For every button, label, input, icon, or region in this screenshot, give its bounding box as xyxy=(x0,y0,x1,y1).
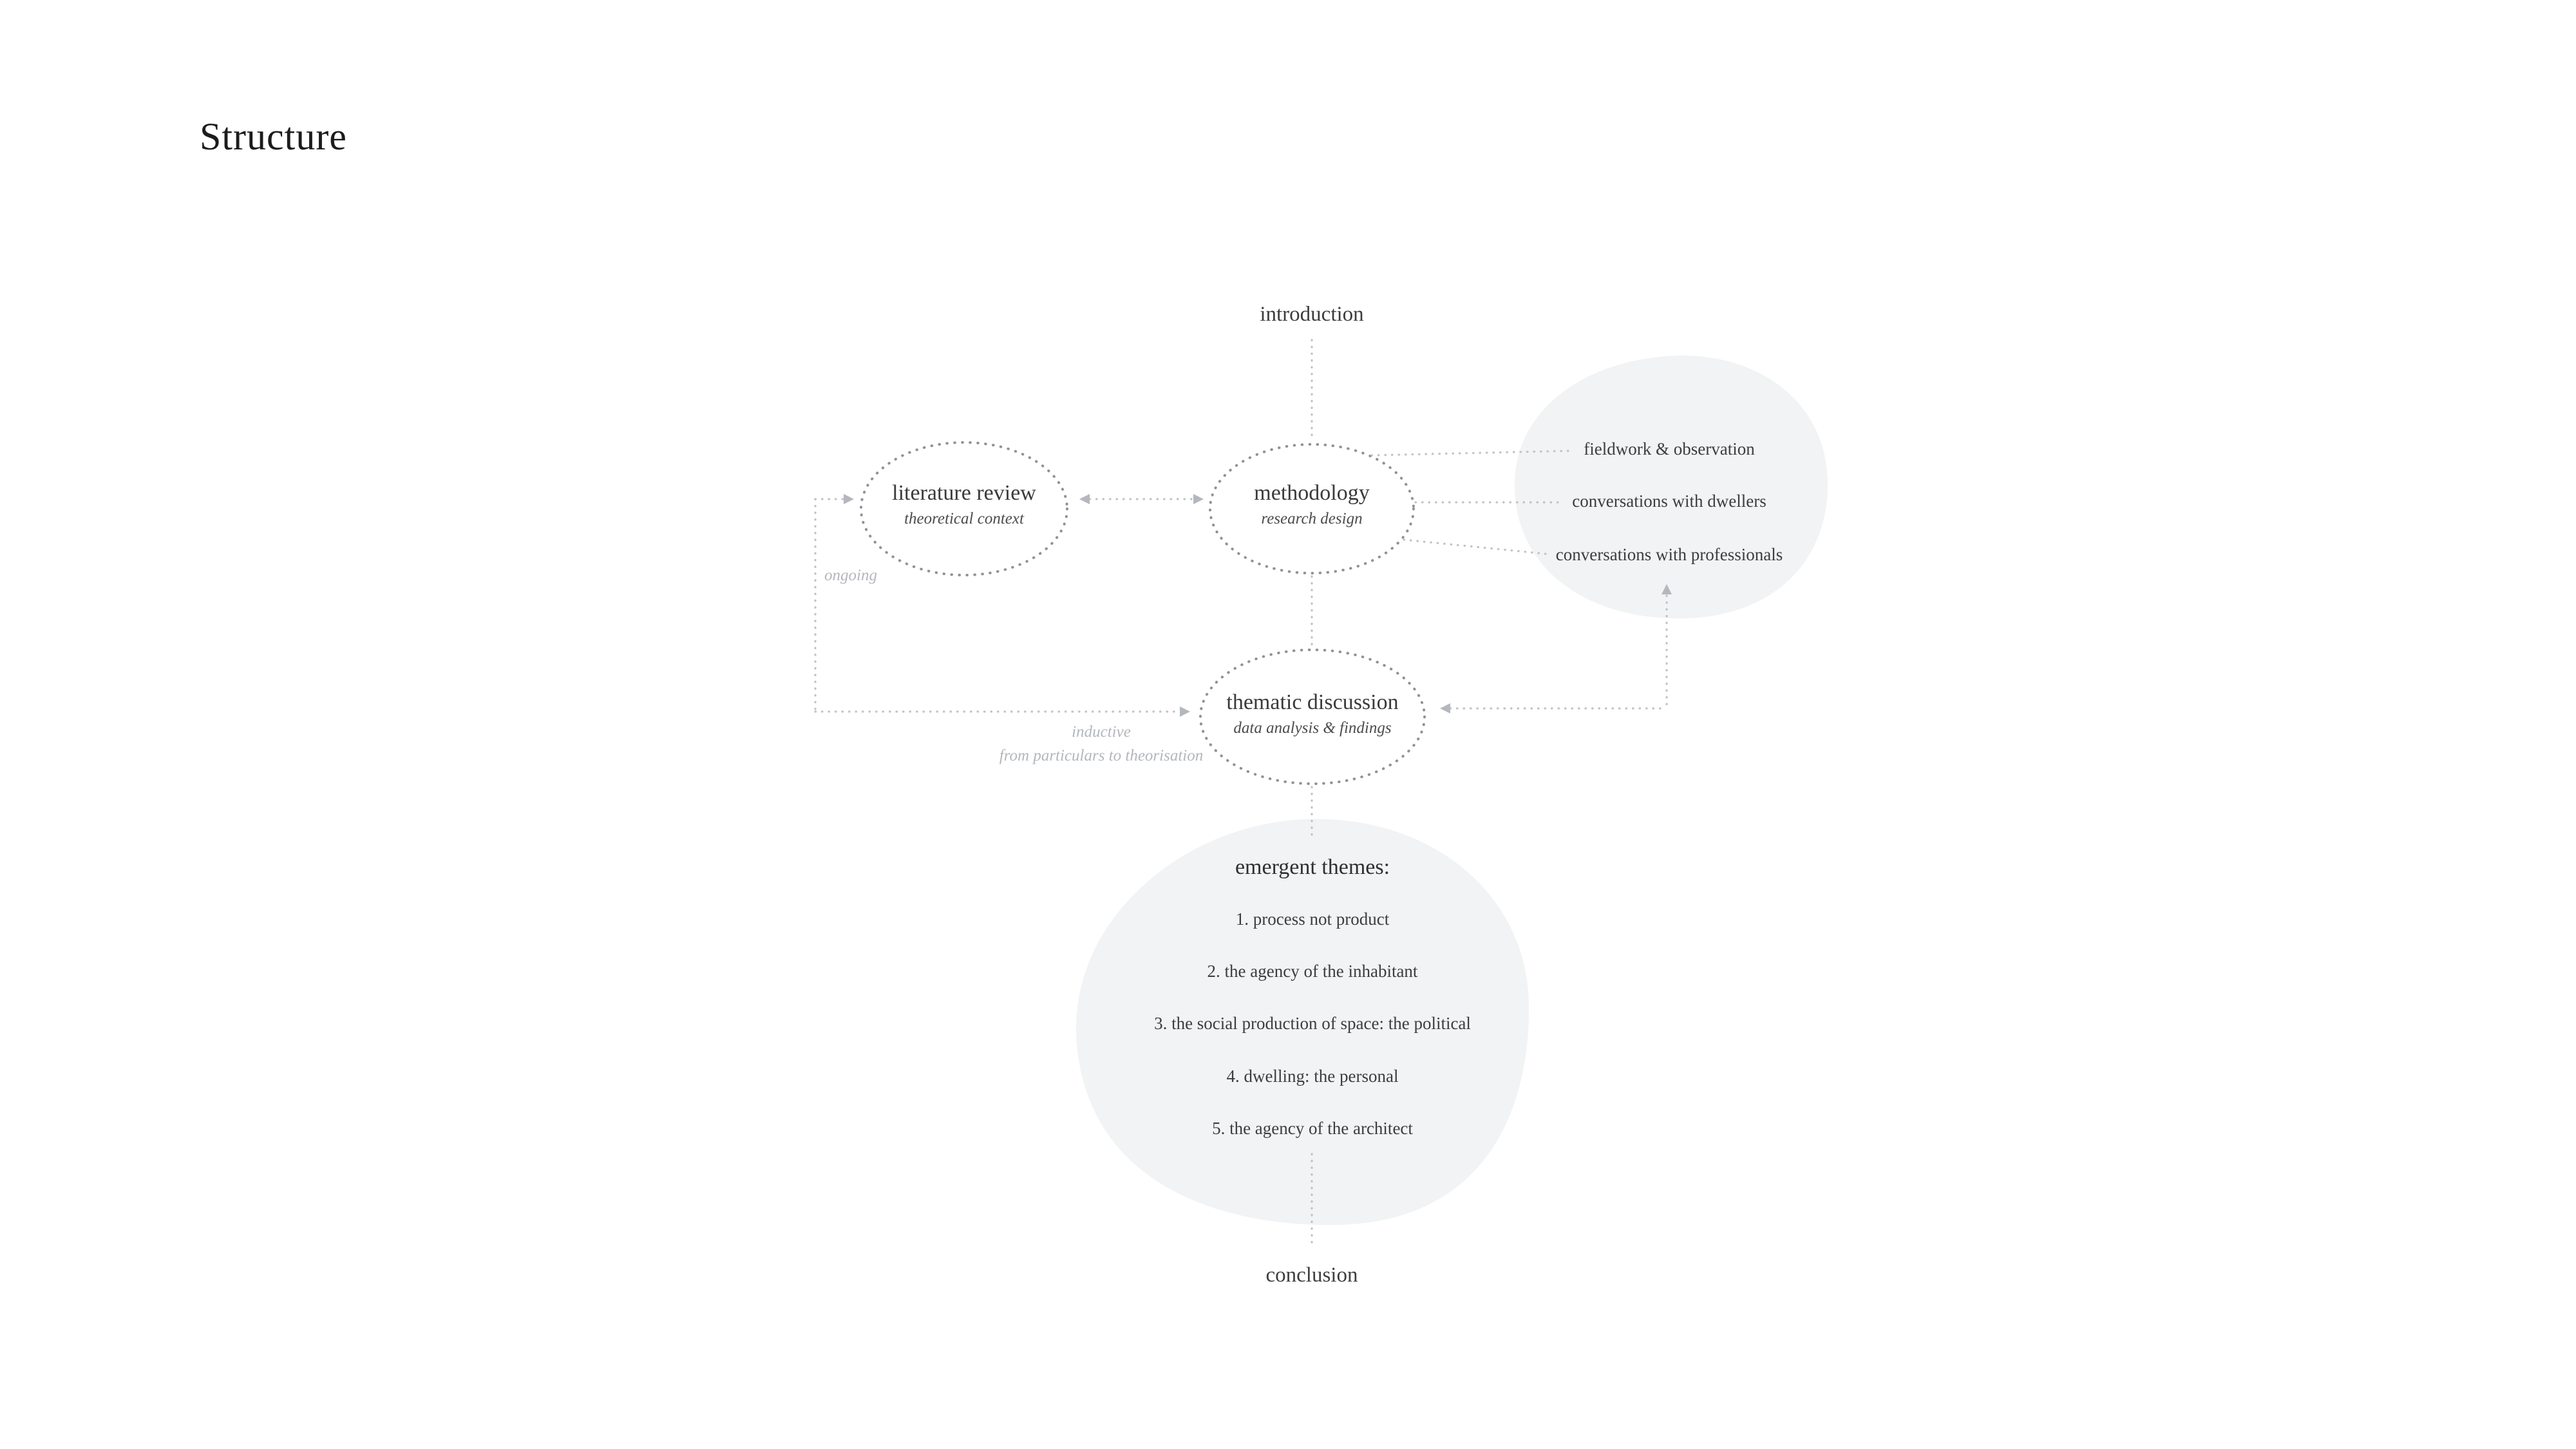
node-thematic-discussion: thematic discussion data analysis & find… xyxy=(1171,688,1454,739)
theme-item-5: 5. the agency of the architect xyxy=(1212,1119,1413,1138)
arrowhead-left-into-thematic xyxy=(1180,706,1190,717)
annotation-inductive-line1: inductive xyxy=(1072,723,1131,741)
arrowhead-into-literature-left xyxy=(1079,494,1090,504)
literature-review-sublabel: theoretical context xyxy=(904,510,1024,527)
theme-item-3: 3. the social production of space: the p… xyxy=(1154,1014,1471,1033)
thematic-discussion-label: thematic discussion xyxy=(1226,690,1399,714)
thematic-discussion-ellipse xyxy=(1199,649,1426,785)
themes-heading: emergent themes: xyxy=(1235,855,1390,879)
node-introduction: introduction xyxy=(1260,303,1364,326)
annotation-ongoing: ongoing xyxy=(824,567,877,584)
themes-blob-shape xyxy=(1076,819,1530,1226)
annotation-inductive-line2: from particulars to theorisation xyxy=(999,747,1204,764)
arrowhead-up-into-professionals xyxy=(1662,584,1672,594)
node-conclusion: conclusion xyxy=(1265,1264,1358,1287)
connector-methodology-fieldwork xyxy=(1370,450,1573,457)
methodology-ellipse xyxy=(1209,443,1415,574)
literature-review-ellipse xyxy=(860,441,1068,576)
methodology-label: methodology xyxy=(1254,481,1370,505)
literature-review-label: literature review xyxy=(892,481,1036,505)
method-item-professionals: conversations with professionals xyxy=(1555,545,1783,564)
annotation-inductive: inductive from particulars to theorisati… xyxy=(927,720,1275,768)
methodology-sublabel: research design xyxy=(1261,510,1363,527)
arrowhead-right-into-thematic xyxy=(1440,703,1450,714)
page-title: Structure xyxy=(200,115,347,158)
node-methodology: methodology research design xyxy=(1183,478,1441,530)
node-literature-review: literature review theoretical context xyxy=(822,478,1106,530)
method-item-dwellers: conversations with dwellers xyxy=(1572,491,1766,511)
arrowhead-left-into-literature xyxy=(844,494,854,504)
theme-item-1: 1. process not product xyxy=(1235,909,1390,929)
methods-blob-shape xyxy=(1514,355,1828,619)
theme-item-4: 4. dwelling: the personal xyxy=(1226,1066,1399,1086)
arrowhead-into-methodology xyxy=(1193,494,1204,504)
method-item-fieldwork: fieldwork & observation xyxy=(1584,439,1755,459)
thematic-discussion-sublabel: data analysis & findings xyxy=(1233,719,1392,737)
theme-item-2: 2. the agency of the inhabitant xyxy=(1207,961,1418,981)
